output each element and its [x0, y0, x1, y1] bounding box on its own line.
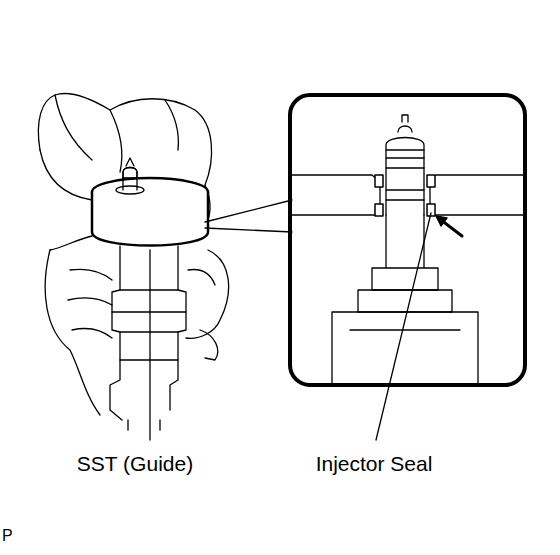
callout-line — [205, 200, 292, 232]
part-label: SST (Guide) — [77, 452, 193, 475]
leader-line — [376, 213, 431, 440]
inset-detail — [292, 115, 523, 385]
hands-and-injector — [38, 93, 228, 430]
inset-frame — [290, 95, 525, 385]
part-label: Injector Seal — [316, 452, 433, 475]
leader-line — [149, 250, 150, 440]
figure-code: P — [2, 527, 13, 545]
